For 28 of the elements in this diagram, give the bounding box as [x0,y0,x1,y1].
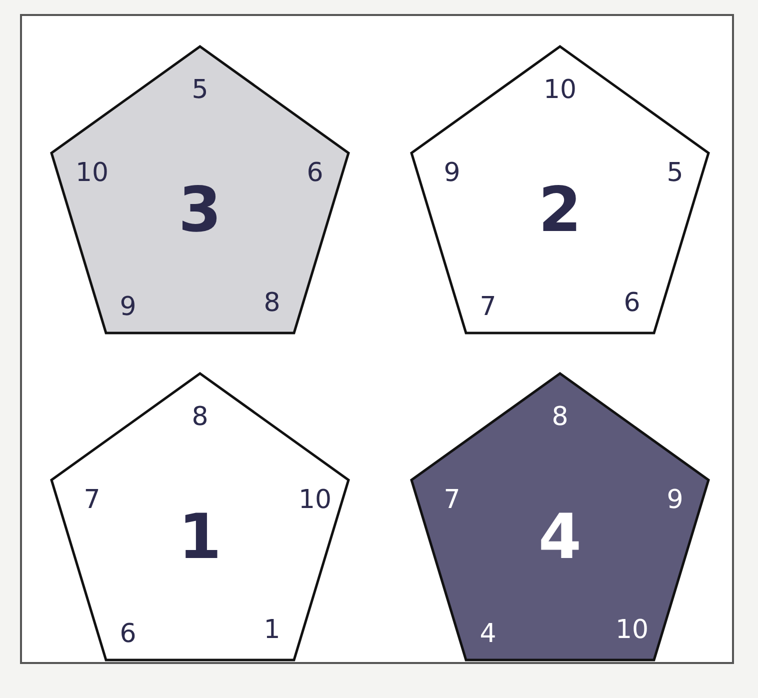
corner-number: 4 [480,621,496,647]
corner-number: 9 [444,160,460,186]
pentagon-number: 4 [538,506,582,568]
corner-number: 9 [120,294,136,320]
pentagon [50,45,350,335]
corner-number: 8 [552,404,568,430]
corner-number: 8 [264,290,280,316]
corner-number: 6 [306,160,324,186]
corner-number: 1 [264,617,280,643]
pentagon-number: 2 [538,179,582,241]
corner-number: 10 [75,160,109,186]
pentagon [410,372,710,662]
corner-number: 7 [84,487,100,513]
pentagon [50,372,350,662]
corner-number: 9 [666,487,684,513]
corner-number: 7 [480,294,496,320]
corner-number: 5 [192,77,208,103]
corner-number: 6 [624,290,640,316]
corner-number: 8 [192,404,208,430]
corner-number: 5 [666,160,684,186]
corner-number: 6 [120,621,136,647]
corner-number: 10 [543,77,577,103]
corner-number: 10 [298,487,332,513]
pentagon-number: 1 [178,506,222,568]
corner-number: 7 [444,487,460,513]
pentagon [410,45,710,335]
corner-number: 10 [615,617,649,643]
pentagon-number: 3 [178,179,222,241]
